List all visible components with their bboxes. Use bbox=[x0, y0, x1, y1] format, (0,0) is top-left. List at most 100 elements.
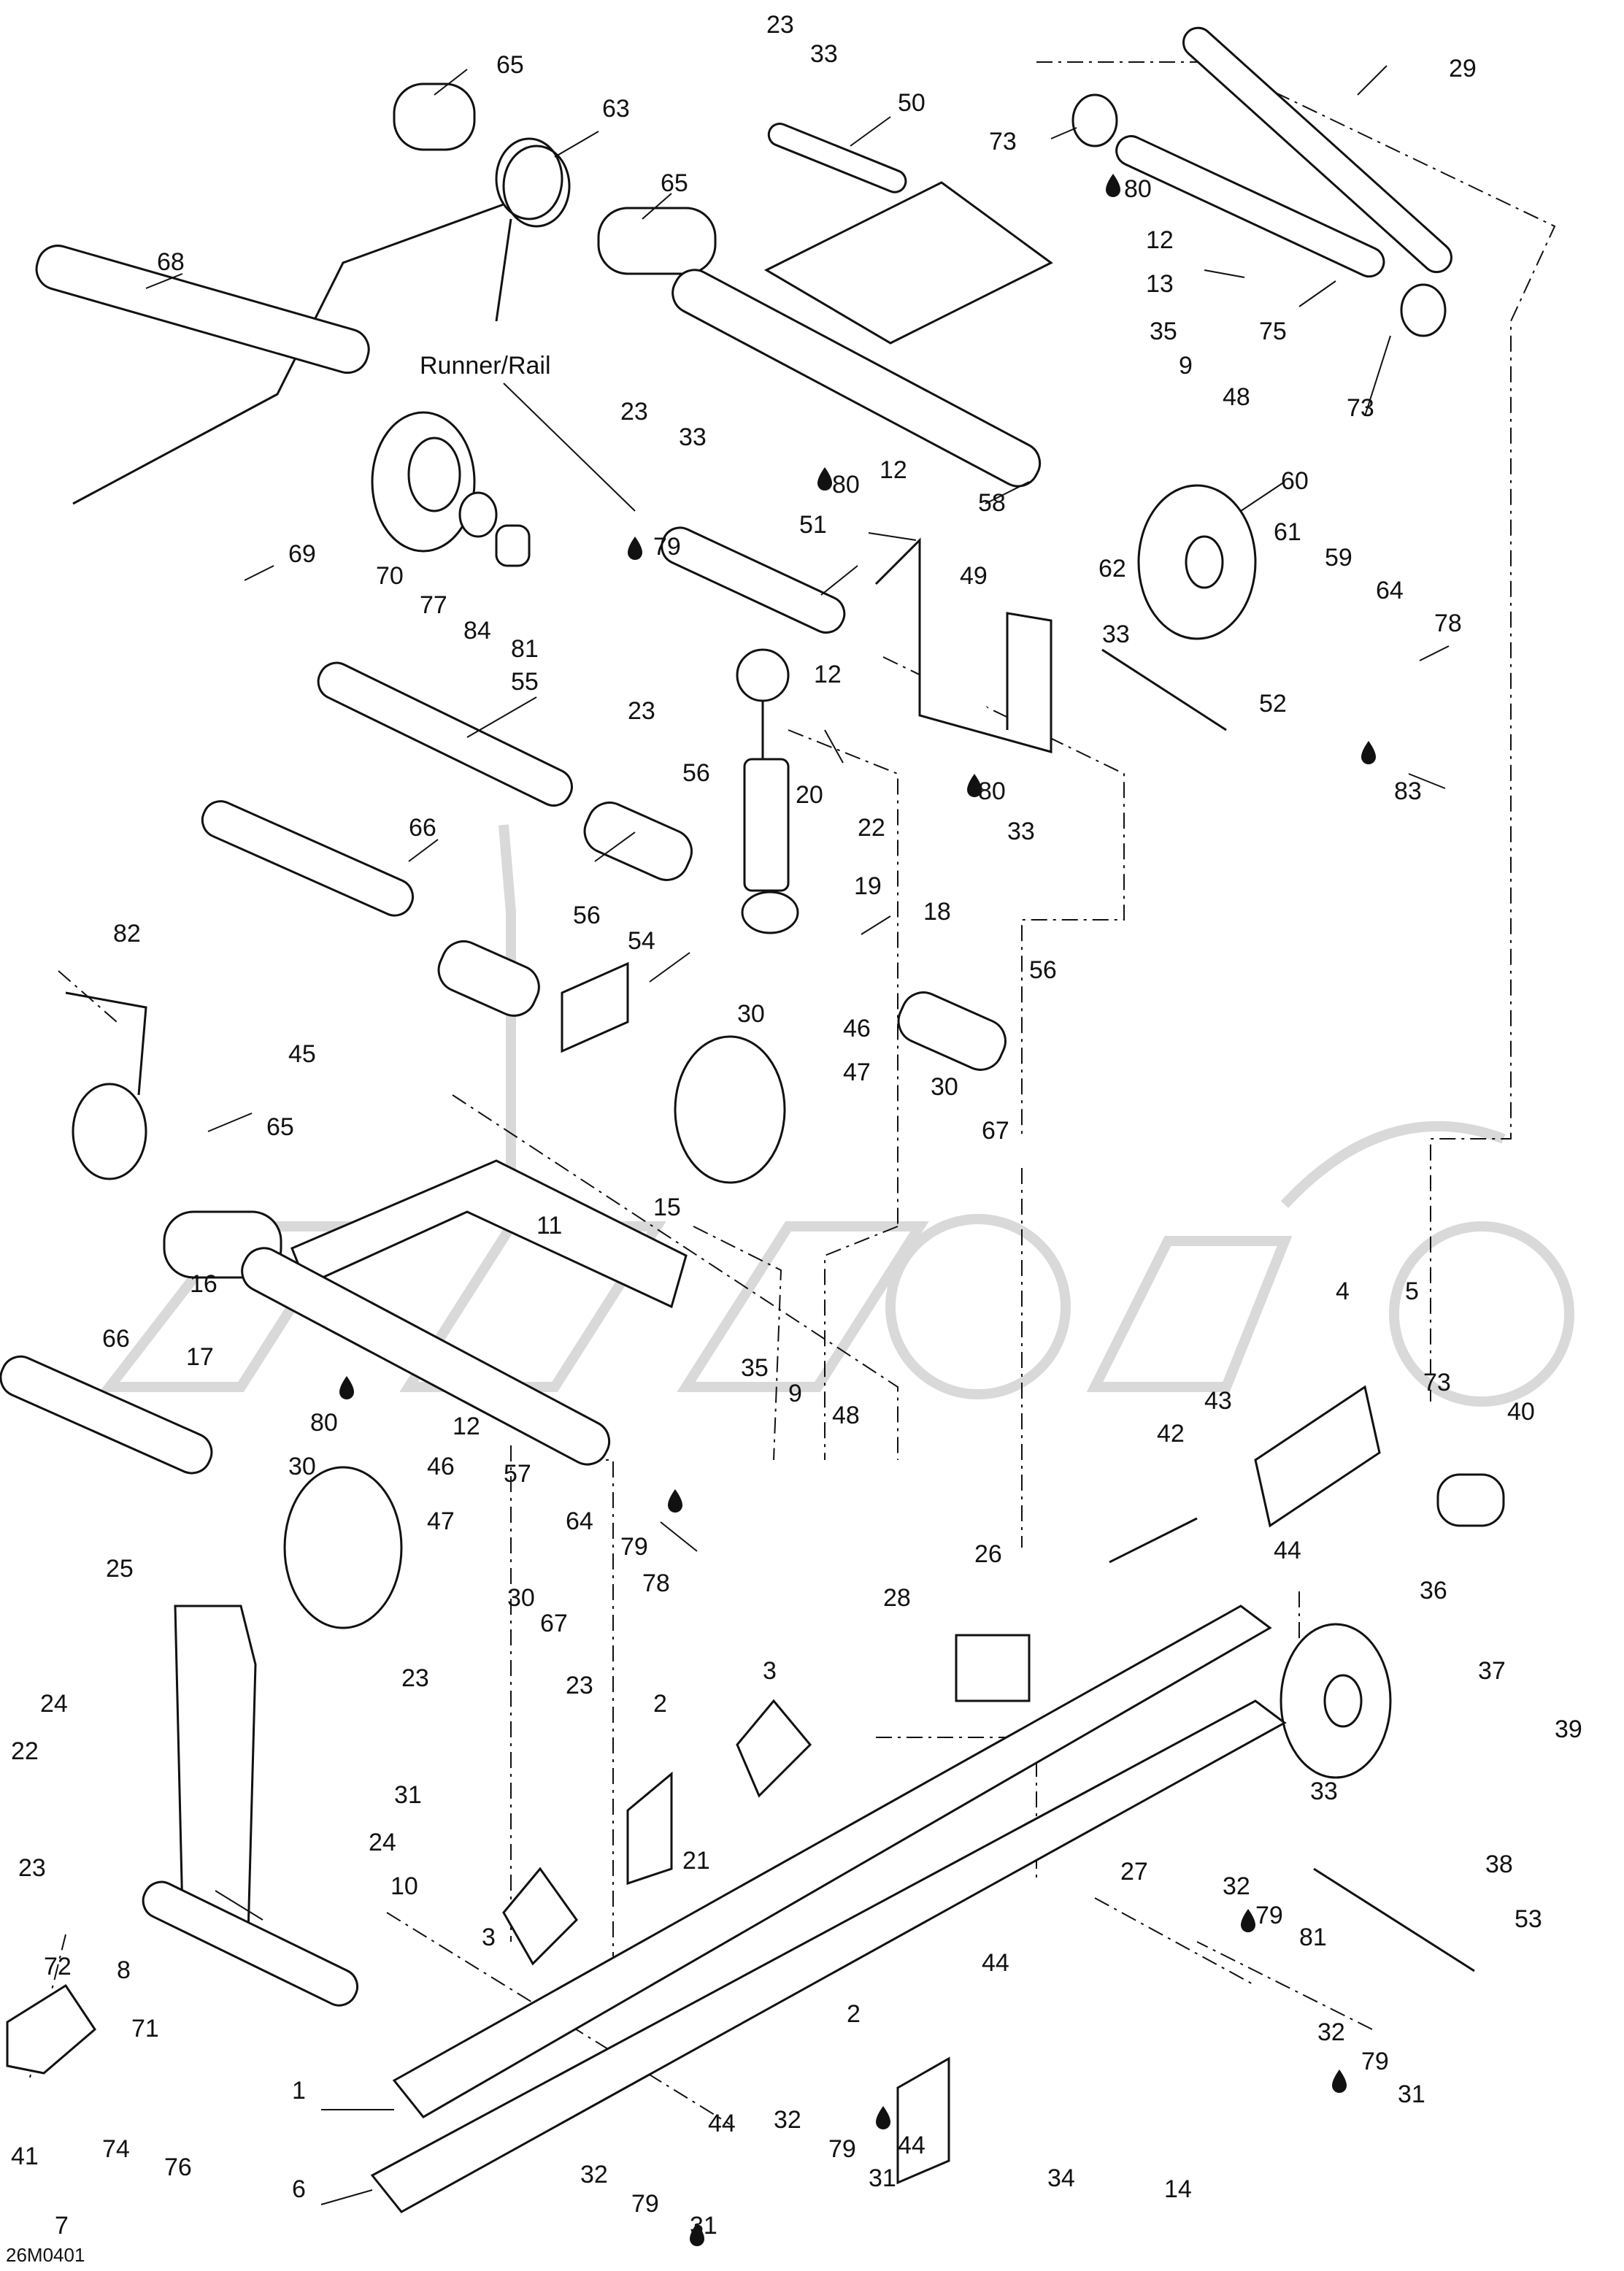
callout-73: 73 bbox=[1347, 394, 1374, 422]
callout-30: 30 bbox=[931, 1073, 958, 1101]
alignment-lines bbox=[28, 61, 1556, 2125]
callouts: 23 33 65 63 50 29 73 80 65 12 13 68 75 3… bbox=[11, 11, 1582, 2240]
callout-80: 80 bbox=[310, 1409, 338, 1437]
callout-52: 52 bbox=[1259, 690, 1287, 718]
callout-35: 35 bbox=[1150, 318, 1177, 345]
callout-51: 51 bbox=[799, 511, 827, 539]
callout-81: 81 bbox=[511, 635, 539, 663]
callout-70: 70 bbox=[376, 562, 404, 590]
callout-56: 56 bbox=[573, 902, 601, 929]
callout-5: 5 bbox=[1405, 1277, 1419, 1305]
callout-12: 12 bbox=[814, 661, 842, 688]
callout-64: 64 bbox=[566, 1507, 593, 1535]
callout-82: 82 bbox=[113, 920, 141, 948]
callout-56: 56 bbox=[1029, 956, 1057, 984]
callout-68: 68 bbox=[157, 248, 185, 276]
callout-18: 18 bbox=[923, 898, 951, 926]
callout-32: 32 bbox=[1317, 2018, 1345, 2046]
callout-22: 22 bbox=[858, 814, 885, 842]
callout-23: 23 bbox=[620, 398, 648, 426]
callout-58: 58 bbox=[978, 489, 1006, 517]
callout-3: 3 bbox=[482, 1924, 496, 1951]
callout-39: 39 bbox=[1555, 1715, 1582, 1743]
callout-79: 79 bbox=[620, 1533, 648, 1561]
callout-12: 12 bbox=[453, 1413, 480, 1440]
callout-15: 15 bbox=[653, 1194, 681, 1221]
callout-36: 36 bbox=[1420, 1577, 1447, 1605]
callout-23: 23 bbox=[566, 1672, 593, 1699]
callout-7: 7 bbox=[55, 2212, 69, 2240]
callout-71: 71 bbox=[131, 2015, 159, 2043]
callout-65: 65 bbox=[266, 1113, 294, 1141]
callout-72: 72 bbox=[44, 1953, 72, 1980]
callout-61: 61 bbox=[1274, 518, 1301, 546]
callout-9: 9 bbox=[788, 1380, 802, 1407]
callout-23: 23 bbox=[18, 1854, 46, 1882]
callout-31: 31 bbox=[869, 2164, 896, 2192]
callout-30: 30 bbox=[507, 1584, 535, 1612]
callout-27: 27 bbox=[1120, 1858, 1148, 1886]
callout-6: 6 bbox=[292, 2175, 306, 2203]
callout-80: 80 bbox=[1124, 175, 1152, 203]
callout-33: 33 bbox=[1310, 1778, 1338, 1805]
callout-67: 67 bbox=[540, 1610, 568, 1637]
lubricant-drops bbox=[339, 174, 1376, 2246]
callout-57: 57 bbox=[504, 1460, 531, 1488]
callout-3: 3 bbox=[763, 1657, 777, 1685]
callout-76: 76 bbox=[164, 2153, 192, 2181]
callout-79: 79 bbox=[828, 2135, 856, 2163]
leader-lines bbox=[145, 65, 1450, 2205]
callout-32: 32 bbox=[580, 2161, 608, 2189]
callout-44: 44 bbox=[708, 2110, 736, 2137]
callout-79: 79 bbox=[653, 533, 681, 561]
callout-60: 60 bbox=[1281, 467, 1309, 495]
callout-12: 12 bbox=[1146, 226, 1174, 254]
callout-42: 42 bbox=[1157, 1420, 1185, 1448]
group-label: Runner/Rail bbox=[420, 352, 551, 380]
callout-13: 13 bbox=[1146, 270, 1174, 298]
drawing-id: 26M0401 bbox=[6, 2244, 85, 2266]
callout-46: 46 bbox=[843, 1015, 871, 1042]
callout-1: 1 bbox=[292, 2077, 306, 2105]
callout-24: 24 bbox=[369, 1829, 396, 1856]
callout-53: 53 bbox=[1515, 1905, 1542, 1933]
callout-66: 66 bbox=[409, 814, 436, 842]
callout-19: 19 bbox=[854, 872, 882, 900]
part-drawings bbox=[0, 26, 1505, 2213]
callout-78: 78 bbox=[642, 1569, 670, 1597]
callout-78: 78 bbox=[1434, 610, 1462, 637]
callout-32: 32 bbox=[1223, 1872, 1250, 1900]
callout-44: 44 bbox=[1274, 1537, 1301, 1564]
callout-38: 38 bbox=[1485, 1851, 1513, 1878]
callout-9: 9 bbox=[1179, 352, 1193, 380]
callout-2: 2 bbox=[653, 1690, 667, 1718]
callout-83: 83 bbox=[1394, 777, 1422, 805]
callout-48: 48 bbox=[832, 1402, 860, 1429]
callout-75: 75 bbox=[1259, 318, 1287, 345]
callout-55: 55 bbox=[511, 668, 539, 696]
callout-26: 26 bbox=[974, 1540, 1002, 1568]
callout-59: 59 bbox=[1325, 544, 1352, 572]
callout-29: 29 bbox=[1449, 55, 1477, 82]
callout-80: 80 bbox=[832, 471, 860, 499]
callout-65: 65 bbox=[661, 169, 688, 197]
callout-23: 23 bbox=[766, 11, 794, 39]
callout-77: 77 bbox=[420, 591, 447, 619]
group-label-leader bbox=[503, 383, 636, 512]
callout-40: 40 bbox=[1507, 1398, 1535, 1426]
callout-54: 54 bbox=[628, 927, 655, 955]
callout-31: 31 bbox=[1398, 2080, 1425, 2108]
callout-65: 65 bbox=[496, 51, 524, 79]
callout-17: 17 bbox=[186, 1343, 214, 1371]
callout-8: 8 bbox=[117, 1956, 131, 1984]
callout-30: 30 bbox=[288, 1453, 316, 1480]
callout-37: 37 bbox=[1478, 1657, 1506, 1685]
callout-80: 80 bbox=[978, 777, 1006, 805]
callout-73: 73 bbox=[989, 128, 1017, 155]
callout-20: 20 bbox=[796, 781, 823, 809]
callout-12: 12 bbox=[880, 456, 907, 484]
callout-11: 11 bbox=[536, 1212, 562, 1240]
callout-79: 79 bbox=[1361, 2048, 1389, 2075]
callout-47: 47 bbox=[843, 1058, 871, 1086]
